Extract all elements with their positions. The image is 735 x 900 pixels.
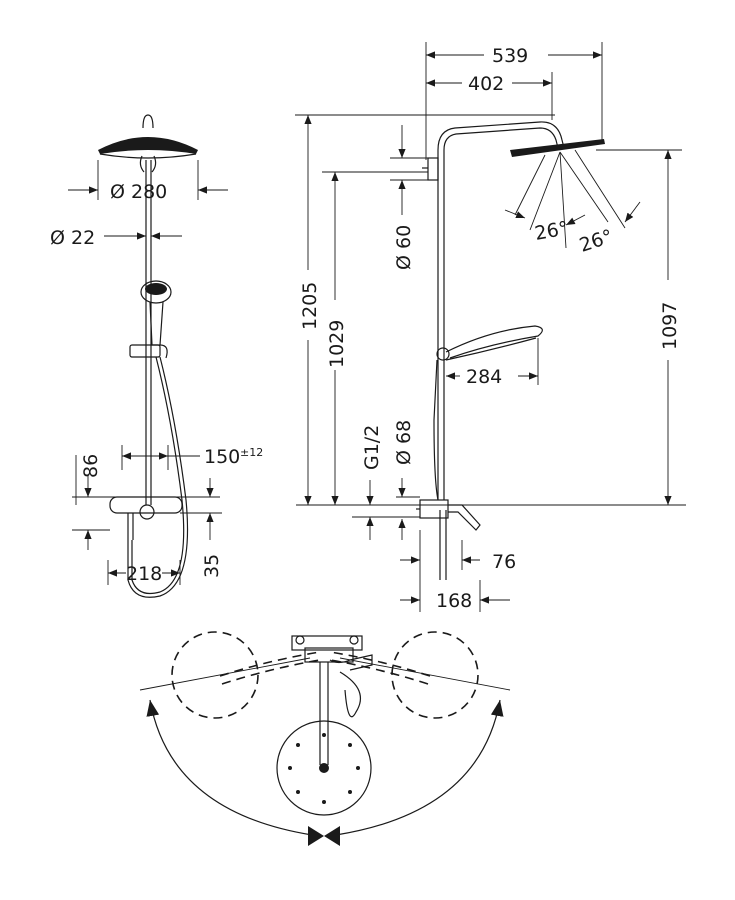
label-arm-539: 539 [492,45,528,67]
front-view-dimensions: Ø 280 Ø 22 86 150 ±12 35 218 [50,160,263,585]
label-offset-35: 35 [201,554,223,578]
label-spacing-150-tolerance: ±12 [240,446,263,459]
label-arm-402: 402 [468,73,504,95]
label-rose-68: Ø 68 [393,420,415,465]
label-rose-60: Ø 60 [393,225,415,270]
label-height-1205: 1205 [299,282,321,330]
label-spacing-150: 150 [204,446,240,468]
top-view [139,631,511,846]
front-view [98,114,198,598]
label-depth-168: 168 [436,590,472,612]
label-head-diameter: Ø 280 [110,181,167,203]
label-pipe-diameter: Ø 22 [50,227,95,249]
side-view-dimensions: 539 402 1205 1029 Ø 60 26° 26° 1097 284 … [295,42,686,612]
label-hand-284: 284 [466,366,502,388]
label-height-1097: 1097 [659,302,681,350]
side-view [416,121,641,580]
label-angle-left: 26° [533,217,570,245]
label-angle-right: 26° [577,225,616,256]
label-height-86: 86 [80,454,102,478]
label-thread: G1/2 [361,425,383,470]
label-depth-76: 76 [492,551,516,573]
label-height-1029: 1029 [326,320,348,368]
label-width-218: 218 [126,563,162,585]
